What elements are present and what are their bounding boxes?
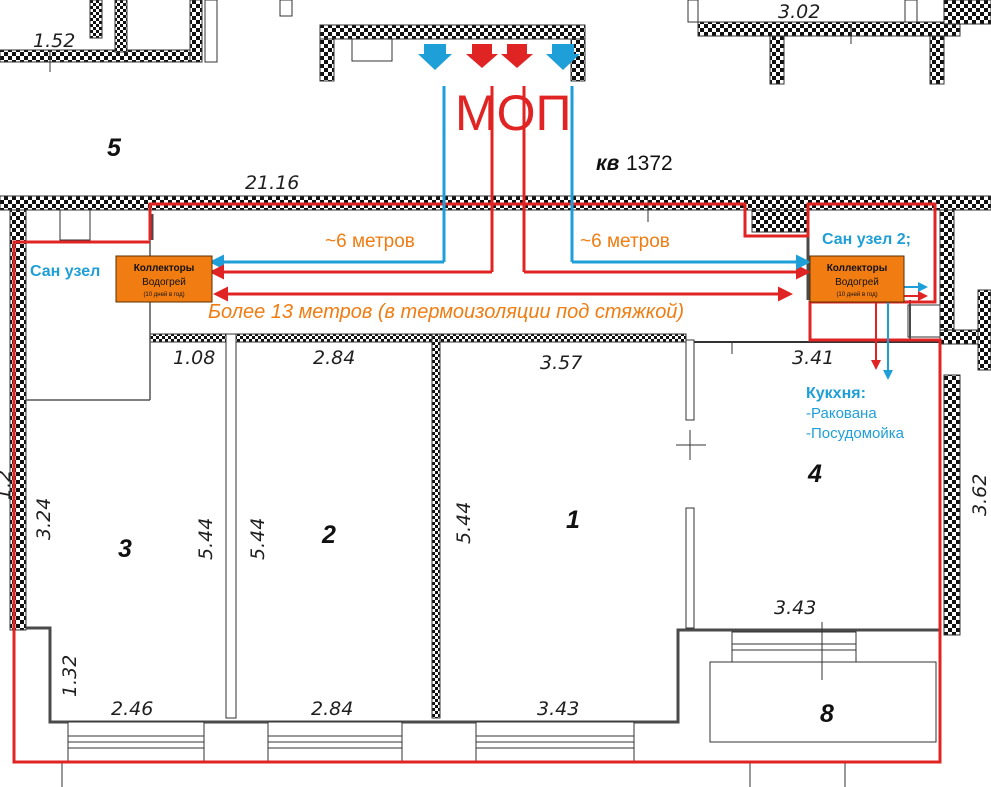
mop-inlet-arrows xyxy=(418,44,580,70)
cold-inlet-icon xyxy=(546,44,580,70)
dimension-label: 21.16 xyxy=(245,172,299,194)
box-note: (10 дней в год) xyxy=(143,291,184,298)
top-walls xyxy=(0,0,991,85)
long-run-label: Более 13 метров (в термоизоляции под стя… xyxy=(208,301,684,323)
dimension-label: 3.43 xyxy=(774,597,816,619)
dimension-label: 3.62 xyxy=(969,474,991,516)
dimension-label: 3.02 xyxy=(778,1,820,23)
bathroom-left-label: Сан узел xyxy=(30,263,100,280)
box-title: Коллекторы xyxy=(134,263,195,274)
room-number-2: 2 xyxy=(321,521,336,549)
dimension-label: 3.24 xyxy=(33,498,55,540)
box-title: Коллекторы xyxy=(827,263,888,274)
distance-left-label: ~6 метров xyxy=(325,231,415,252)
apartment-prefix: кв xyxy=(596,152,620,175)
kitchen-item-sink: -Ракована xyxy=(806,405,877,422)
collector-box-right: Коллекторы Водогрей (10 дней в год) xyxy=(809,255,905,303)
cold-inlet-icon xyxy=(418,44,452,70)
bathroom-right-label: Сан узел 2; xyxy=(822,231,911,248)
dimension-label: 1.32 xyxy=(59,655,81,697)
hot-inlet-icon xyxy=(501,44,533,68)
hot-inlet-icon xyxy=(466,44,498,68)
box-note: (10 дней в год) xyxy=(836,291,877,298)
dimension-label: 1.08 xyxy=(173,347,215,369)
dimension-label: 1.2 xyxy=(0,470,15,500)
room-number-5: 5 xyxy=(107,134,122,162)
dimension-label: 3.41 xyxy=(792,347,834,369)
dimension-label: 1.52 xyxy=(33,30,75,52)
dimension-label: 5.44 xyxy=(453,502,475,544)
distance-right-label: ~6 метров xyxy=(580,231,670,252)
dimension-label: 2.84 xyxy=(313,347,355,369)
dimension-label: 2.46 xyxy=(111,698,153,720)
apartment-boundary xyxy=(12,202,942,764)
dimension-label: 3.57 xyxy=(540,352,582,374)
kitchen-item-dishwasher: -Посудомойка xyxy=(806,425,905,442)
dimension-label: 5.44 xyxy=(195,518,217,560)
collector-box-left: Коллекторы Водогрей (10 дней в год) xyxy=(115,255,213,303)
dimension-label: 2.84 xyxy=(311,698,353,720)
windows xyxy=(61,622,937,787)
apartment-number: 1372 xyxy=(626,152,673,175)
room-number-4: 4 xyxy=(807,460,822,488)
pipes xyxy=(209,86,928,380)
dimension-label: 3.43 xyxy=(537,698,579,720)
mop-label: МОП xyxy=(455,85,571,141)
box-subtitle: Водогрей xyxy=(142,277,186,288)
room-number-8: 8 xyxy=(820,700,834,728)
room-number-1: 1 xyxy=(566,506,580,534)
box-subtitle: Водогрей xyxy=(835,277,879,288)
room-number-3: 3 xyxy=(118,535,132,563)
kitchen-title: Кукхня: xyxy=(806,385,866,402)
dimension-label: 5.44 xyxy=(247,518,269,560)
